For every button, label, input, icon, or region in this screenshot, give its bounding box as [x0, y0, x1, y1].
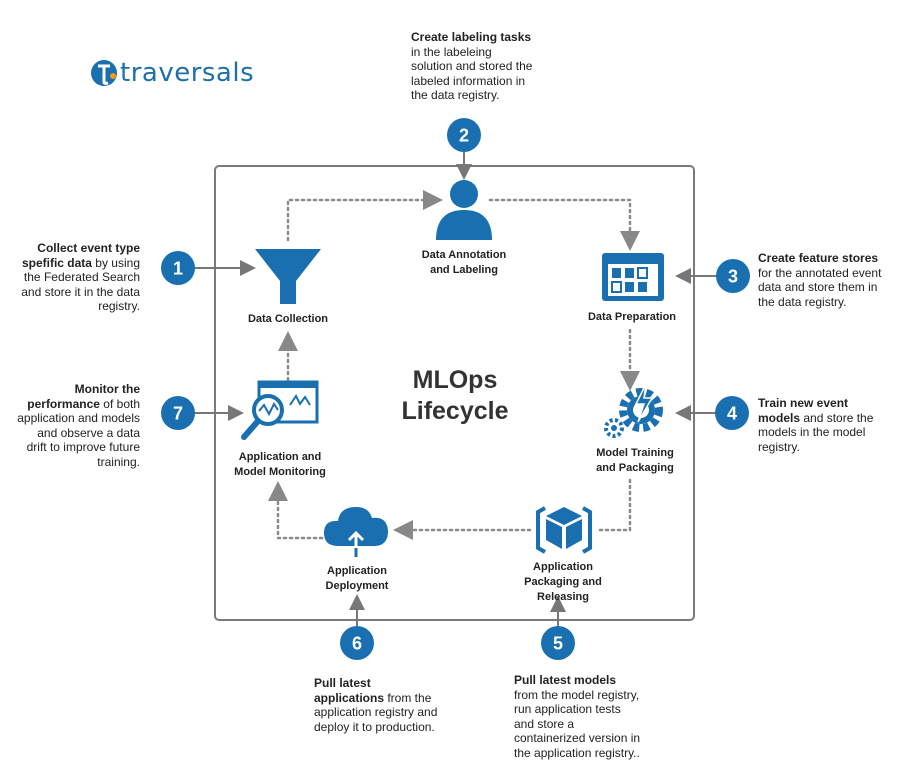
- svg-text:1: 1: [173, 259, 183, 279]
- stage-label-data-annotation: Data Annotation and Labeling: [389, 248, 539, 278]
- note-step-5: Pull latest models from the model regist…: [514, 673, 674, 760]
- person-icon: [436, 180, 492, 240]
- stage-2-label-line-1: Data Annotation: [421, 249, 507, 261]
- note-6-line-2: applications from the: [314, 690, 432, 705]
- badge-7: 7: [161, 396, 195, 430]
- connector-training-to-packaging: [596, 478, 632, 532]
- note-5-line-4: and store a: [514, 716, 575, 731]
- svg-text:3: 3: [728, 267, 738, 287]
- note-3-line-3: data and store them in: [758, 280, 878, 294]
- connector-deployment-to-monitoring: [268, 481, 330, 540]
- note-6-line-1: Pull latest: [314, 676, 371, 690]
- note-7-line-4: and observe a data: [37, 425, 140, 440]
- note-1-line-5: registry.: [98, 299, 140, 313]
- note-1-line-1: Collect event type: [37, 241, 140, 255]
- svg-text:7: 7: [173, 404, 183, 424]
- note-step-3: Create feature stores for the annotated …: [758, 251, 898, 309]
- svg-text:4: 4: [727, 404, 737, 424]
- stage-2-label-line-2: and Labeling: [430, 264, 498, 276]
- note-5-line-5: containerized version in: [514, 731, 641, 745]
- note-1-line-2: spefific data by using: [21, 255, 140, 270]
- note-step-6: Pull latest applications from the applic…: [314, 676, 464, 734]
- stage-label-data-collection: Data Collection: [213, 312, 363, 327]
- note-5-line-3: run application tests: [514, 702, 621, 716]
- note-step-2: Create labeling tasks in the labeleing s…: [411, 30, 551, 103]
- note-3-line-4: the data registry.: [758, 294, 847, 309]
- stage-4-label-line-1: Model Training: [596, 447, 674, 459]
- stage-label-model-training: Model Training and Packaging: [560, 446, 710, 476]
- cycle-connectors: [268, 190, 640, 540]
- monitor-magnifier-icon: [241, 380, 319, 440]
- note-3-line-1: Create feature stores: [758, 251, 879, 265]
- stage-5-label-line-3: Releasing: [537, 591, 589, 603]
- note-7-line-6: training.: [97, 454, 140, 469]
- note-4-line-3: models in the model: [758, 425, 866, 439]
- package-cube-icon: [536, 506, 592, 554]
- note-1-line-4: and store it in the data: [21, 284, 140, 299]
- stage-6-label-line-1: Application: [327, 565, 387, 577]
- stage-label-application-monitoring: Application and Model Monitoring: [205, 450, 355, 480]
- svg-text:2: 2: [459, 126, 469, 146]
- note-5-line-6: the application registry..: [514, 745, 640, 760]
- stage-6-label-line-2: Deployment: [325, 580, 389, 592]
- brand-logo-text: traversals: [120, 58, 255, 88]
- traversals-logo-icon: [91, 60, 117, 86]
- badge-2: 2: [447, 118, 481, 152]
- badge-arrows: [193, 151, 717, 626]
- stage-5-label-line-1: Application: [533, 561, 593, 573]
- note-step-7: Monitor the performance of both applicat…: [0, 382, 140, 469]
- note-7-line-3: application and models: [17, 411, 140, 425]
- note-5-line-1: Pull latest models: [514, 673, 617, 687]
- stage-3-label-line: Data Preparation: [587, 311, 677, 323]
- badge-3: 3: [716, 259, 750, 293]
- connector-collection-to-annotation: [286, 190, 443, 242]
- note-2-line-5: the data registry.: [411, 88, 500, 102]
- stage-label-application-deployment: Application Deployment: [282, 564, 432, 594]
- note-6-line-4: deploy it to production.: [314, 719, 435, 734]
- funnel-icon: [255, 249, 321, 304]
- stage-7-label-line-2: Model Monitoring: [234, 466, 326, 478]
- diagram-title: MLOps Lifecycle: [375, 365, 535, 427]
- stage-1-label-line: Data Collection: [247, 313, 329, 325]
- badge-5: 5: [541, 626, 575, 660]
- note-2-line-3: solution and stored the: [411, 59, 533, 73]
- note-1-line-3: the Federated Search: [23, 270, 140, 284]
- note-7-line-2: performance of both: [27, 396, 140, 411]
- stage-label-data-preparation: Data Preparation: [557, 310, 707, 325]
- note-3-line-2: for the annotated event: [758, 265, 882, 280]
- connector-annotation-to-preparation: [488, 198, 640, 251]
- stage-4-label-line-2: and Packaging: [596, 462, 674, 474]
- note-7-line-5: drift to improve future: [26, 440, 140, 454]
- note-6-line-3: application registry and: [314, 705, 438, 719]
- badge-6: 6: [340, 626, 374, 660]
- note-7-line-1: Monitor the: [74, 382, 140, 396]
- note-4-line-2: models and store the: [758, 410, 874, 425]
- lifecycle-frame: [214, 165, 695, 621]
- badge-1: 1: [161, 251, 195, 285]
- stage-label-application-packaging: Application Packaging and Releasing: [488, 560, 638, 605]
- stage-5-label-line-2: Packaging and: [524, 576, 602, 588]
- note-4-line-1: Train new event: [758, 396, 849, 410]
- stage-7-label-line-1: Application and: [238, 451, 322, 463]
- cloud-upload-icon: [324, 507, 388, 557]
- note-2-line-4: labeled information in: [411, 73, 526, 88]
- svg-text:6: 6: [352, 634, 362, 654]
- note-2-line-1: Create labeling tasks: [411, 30, 532, 44]
- table-grid-icon: [602, 253, 664, 301]
- badge-4: 4: [715, 396, 749, 430]
- note-2-line-2: in the labeleing: [411, 44, 492, 59]
- note-step-4: Train new event models and store the mod…: [758, 396, 898, 454]
- svg-text:5: 5: [553, 634, 563, 654]
- title-line-1: MLOps: [412, 366, 498, 394]
- note-5-line-2: from the model registry,: [514, 687, 640, 702]
- title-line-2: Lifecycle: [401, 397, 509, 425]
- note-4-line-4: registry.: [758, 439, 800, 454]
- note-step-1: Collect event type spefific data by usin…: [0, 241, 140, 314]
- gears-lightning-icon: [604, 383, 663, 438]
